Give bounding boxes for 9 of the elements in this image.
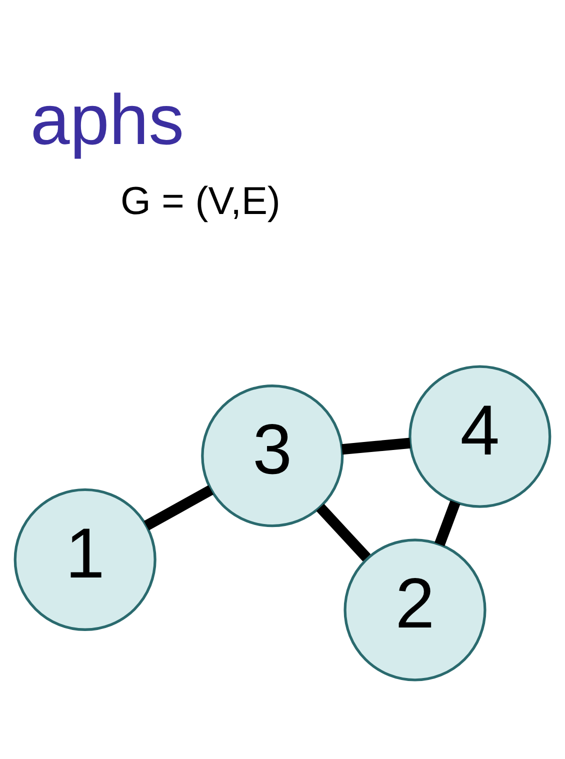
connector bbox=[144, 484, 214, 530]
diagram-title: aphs bbox=[30, 80, 184, 160]
node-circle: 2 bbox=[344, 538, 486, 681]
node-circle: 4 bbox=[408, 364, 552, 508]
node-circle: 3 bbox=[201, 384, 344, 527]
node-circle: 1 bbox=[14, 488, 156, 630]
label: G = (V,E) bbox=[120, 179, 280, 222]
connector bbox=[316, 503, 371, 561]
connector bbox=[342, 437, 411, 454]
